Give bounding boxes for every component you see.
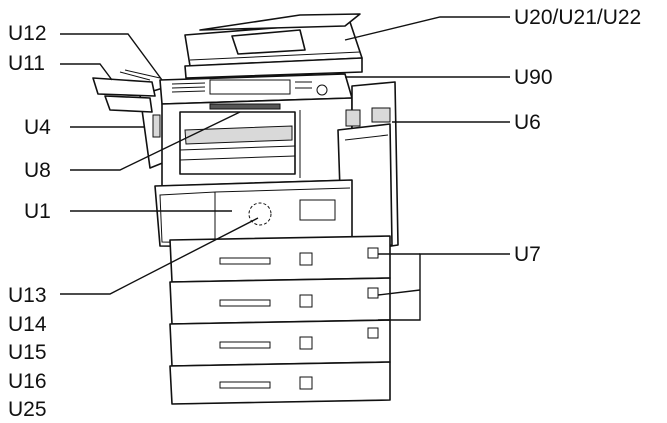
leader-u20 [344,16,510,41]
label-u16: U16 [8,370,47,393]
label-u20-u21-u22: U20/U21/U22 [514,6,641,29]
labels: U12 U11 U4 U8 U1 U13 U14 U15 U16 U25 U20… [8,6,641,421]
label-u11: U11 [8,52,45,75]
leader-u7 [378,253,510,321]
paper-tray-4 [169,361,391,405]
label-u4: U4 [24,116,51,139]
label-u7: U7 [514,243,541,266]
label-u15: U15 [8,341,47,364]
control-panel [159,73,353,105]
label-u1: U1 [24,200,51,223]
label-u8: U8 [24,159,51,182]
finisher-unit [92,69,171,169]
leader-u12 [60,33,163,81]
paper-tray-1 [169,235,391,283]
paper-tray-2 [169,277,391,325]
leader-lines [60,16,510,321]
main-body-upper [161,97,353,187]
copier-illustration [92,13,399,405]
label-u6: U6 [514,111,541,134]
label-u25: U25 [8,398,47,421]
label-u12: U12 [8,22,47,45]
leader-u8 [70,111,241,171]
label-u13: U13 [8,284,47,307]
leader-u11 [60,63,113,81]
paper-tray-3 [169,319,391,367]
leader-u13 [60,217,259,295]
label-u14: U14 [8,313,47,336]
document-feeder [184,13,363,79]
side-unit [337,81,399,253]
label-u90: U90 [514,66,553,89]
